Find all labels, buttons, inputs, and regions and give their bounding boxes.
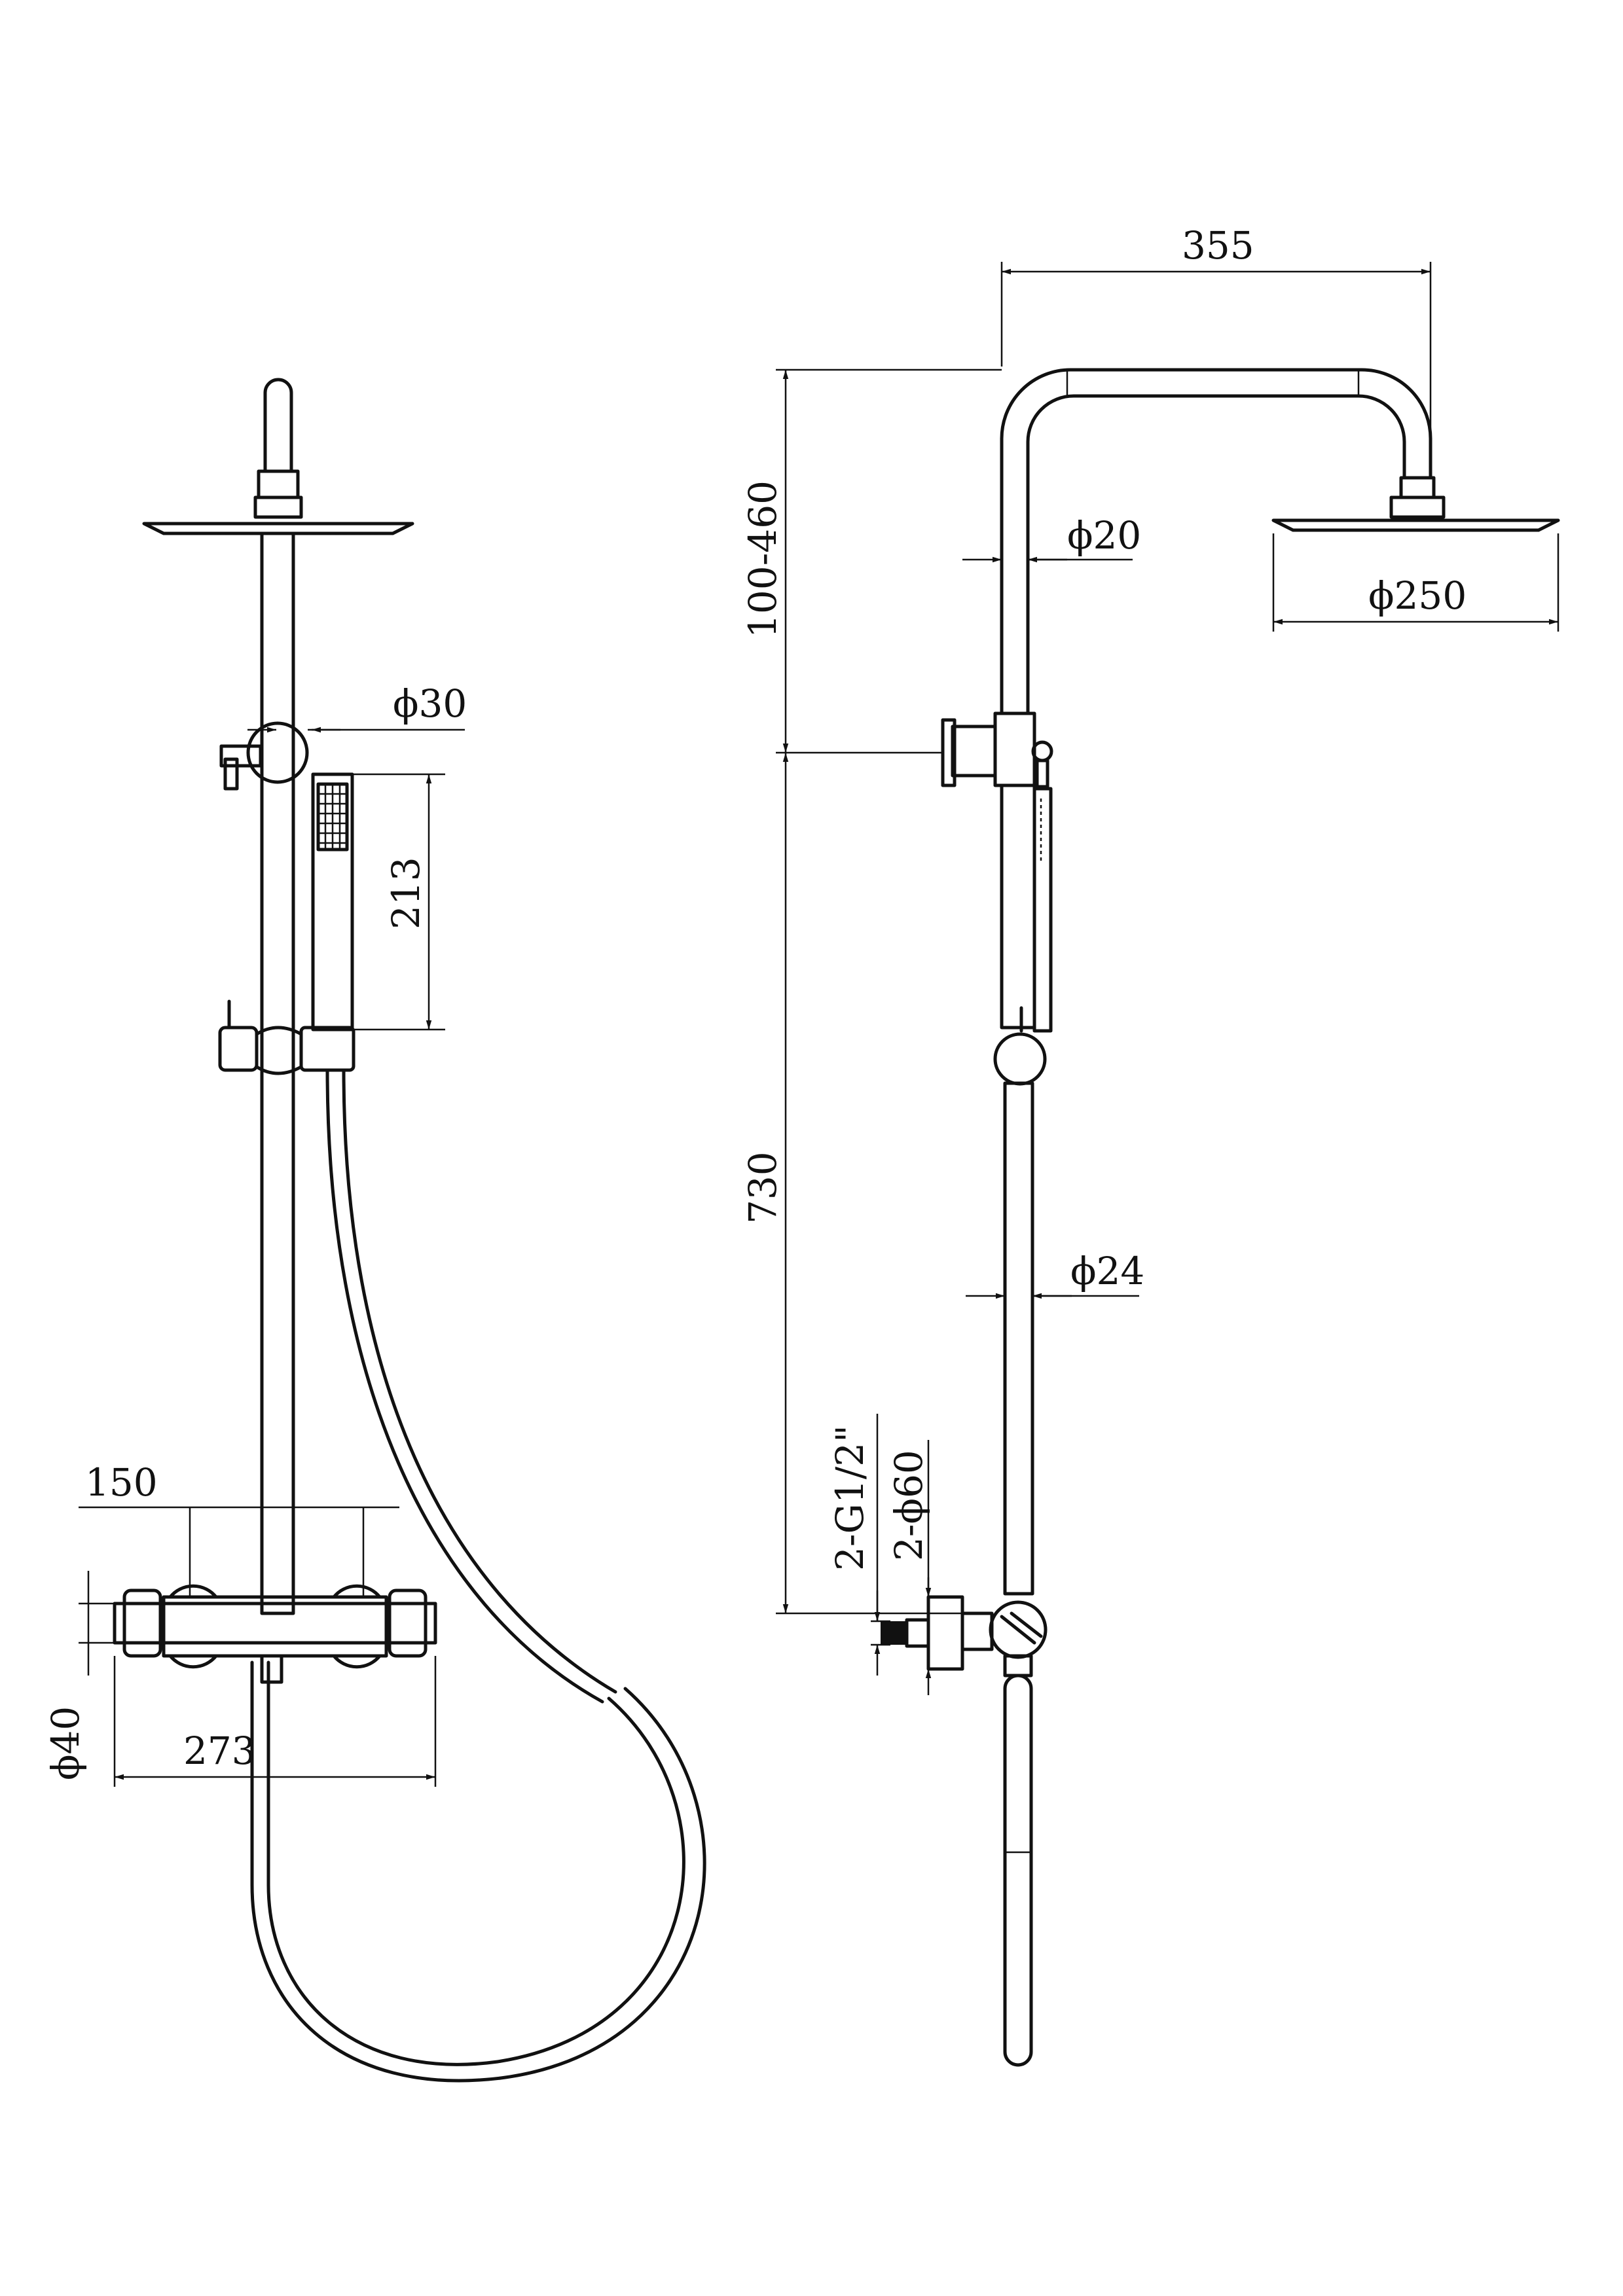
dim-arm-label: 100-460 — [740, 480, 785, 638]
front-hose-upper — [325, 1068, 604, 1704]
front-inlet-right-top — [332, 1584, 382, 1599]
front-valve-center — [162, 1595, 388, 1658]
side-arm-outer — [1000, 368, 1432, 715]
front-valve-body — [113, 1602, 437, 1645]
dim-valve-dia-label: ϕ40 — [43, 1706, 88, 1780]
dim-length-label: 273 — [183, 1729, 256, 1773]
side-riser-pipe — [1003, 1081, 1034, 1596]
dim-centers-label: 150 — [85, 1460, 158, 1505]
front-hose-lower — [266, 1660, 685, 2066]
dim-flange-label: 2-ϕ60 — [886, 1450, 931, 1561]
front-diverter-lever — [223, 757, 239, 791]
front-hose-lower-outer — [250, 1660, 706, 2083]
side-arm-joint — [1389, 495, 1446, 519]
side-valve-thread — [881, 1621, 907, 1645]
front-dimensions: ϕ30 213 150 ϕ40 273 — [43, 681, 467, 1787]
front-inlet-right-bottom — [332, 1654, 382, 1669]
side-diverter-cap — [951, 725, 997, 778]
front-rain-head — [142, 522, 414, 535]
front-arm-nut — [257, 469, 300, 499]
dim-knob-label: ϕ30 — [393, 681, 467, 726]
side-valve-marks — [1000, 1611, 1043, 1645]
side-view — [881, 368, 1560, 2067]
front-diverter-knob — [246, 721, 309, 784]
side-hand-shower — [1032, 787, 1053, 1033]
side-arm-nut — [1399, 476, 1436, 499]
dim-thread-label: 2-G1/2" — [828, 1425, 872, 1571]
front-diverter-stem — [219, 744, 263, 768]
front-hand-shower — [311, 772, 354, 1031]
front-valve-outlet — [260, 1654, 283, 1684]
side-dimensions: 355 100-460 ϕ20 ϕ250 730 ϕ24 2-G1/2" — [740, 223, 1559, 1695]
side-valve-inlet — [960, 1611, 994, 1651]
front-slider-left — [218, 1026, 259, 1072]
front-valve-handle-left — [122, 1588, 162, 1658]
dim-width-label: 355 — [1182, 223, 1254, 268]
dim-head-label: ϕ250 — [1368, 573, 1467, 618]
dim-handset-label: 213 — [384, 857, 428, 929]
front-valve-handle-right — [388, 1588, 428, 1658]
side-valve-nut — [905, 1618, 930, 1648]
front-view — [113, 378, 706, 2083]
side-slider-knob — [993, 1032, 1047, 1086]
front-inlet-left-bottom — [168, 1654, 218, 1669]
front-arm-joint — [253, 495, 303, 519]
side-upper-bar — [1000, 783, 1036, 1030]
dim-pipe-upper-label: ϕ20 — [1067, 513, 1141, 558]
side-diverter-body — [993, 711, 1036, 787]
dim-bar-label: 730 — [740, 1151, 785, 1224]
side-valve-flange — [926, 1595, 964, 1671]
front-hand-spray-grid — [318, 784, 347, 850]
side-rain-head — [1271, 518, 1560, 532]
side-diverter-lever — [1035, 759, 1049, 789]
front-slider-holder — [299, 1026, 356, 1072]
side-hose — [1003, 1674, 1033, 2067]
side-arm-inner — [1026, 394, 1406, 715]
dim-pipe-lower-label: ϕ24 — [1070, 1249, 1144, 1293]
front-arm-top — [263, 378, 293, 473]
front-inlet-left-top — [168, 1584, 218, 1599]
front-riser-pipe — [260, 531, 295, 1615]
front-hose-upper-outer — [342, 1068, 617, 1694]
